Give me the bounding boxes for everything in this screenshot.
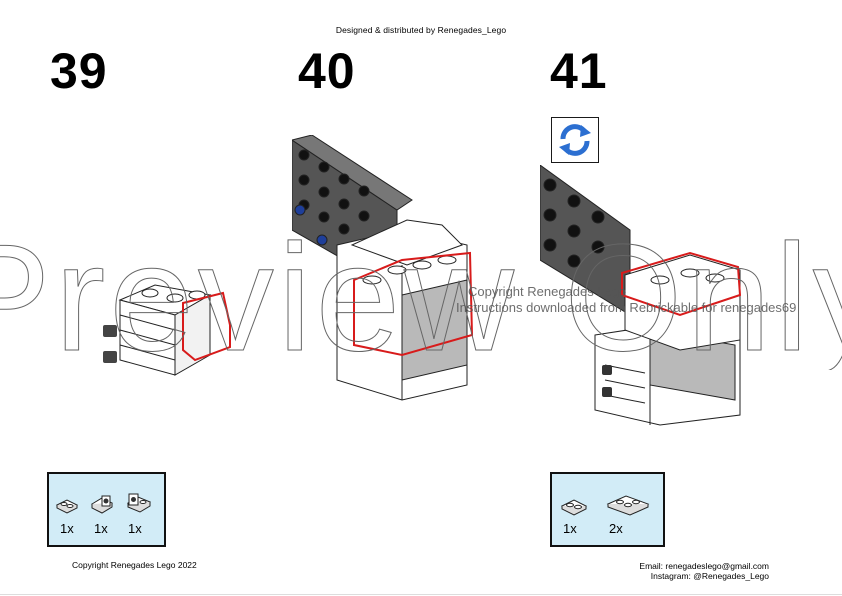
- footer-copyright: Copyright Renegades Lego 2022: [72, 560, 197, 570]
- footer-email: Email: renegadeslego@gmail.com: [639, 561, 769, 571]
- plate-1x3-icon: [606, 495, 650, 516]
- footer-contact: Email: renegadeslego@gmail.com Instagram…: [639, 561, 769, 581]
- parts-box-step-41: 1x 2x: [550, 472, 665, 547]
- step-number-41: 41: [550, 43, 608, 99]
- qty-label: 1x: [128, 521, 142, 536]
- page-bottom-divider: [0, 594, 842, 595]
- qty-label: 1x: [563, 521, 577, 536]
- rotate-arrows-icon: [559, 124, 591, 156]
- step-40-model-illustration: [292, 135, 474, 401]
- step-number-40: 40: [298, 43, 356, 99]
- qty-label: 2x: [609, 521, 623, 536]
- footer-instagram: Instagram: @Renegades_Lego: [650, 571, 769, 581]
- rotate-model-indicator: [551, 117, 599, 163]
- step-39-model-illustration: [103, 284, 231, 376]
- qty-label: 1x: [60, 521, 74, 536]
- bracket-plate-icon: [126, 493, 152, 513]
- watermark-line-1: Copyright Renegades Lego: [468, 284, 627, 299]
- step-41-model-illustration: [540, 165, 742, 426]
- bracket-plate-icon: [90, 495, 114, 514]
- plate-1x2-icon: [560, 499, 588, 516]
- watermark-line-2: Instructions downloaded from Rebrickable…: [456, 300, 797, 315]
- step-number-39: 39: [50, 43, 108, 99]
- watermark-copyright-text: Copyright Renegades Lego Instructions do…: [456, 284, 796, 316]
- header-designer-credit: Designed & distributed by Renegades_Lego: [335, 25, 507, 35]
- parts-box-step-39: 1x 1x 1x: [47, 472, 166, 547]
- plate-1x2-icon: [55, 499, 79, 514]
- qty-label: 1x: [94, 521, 108, 536]
